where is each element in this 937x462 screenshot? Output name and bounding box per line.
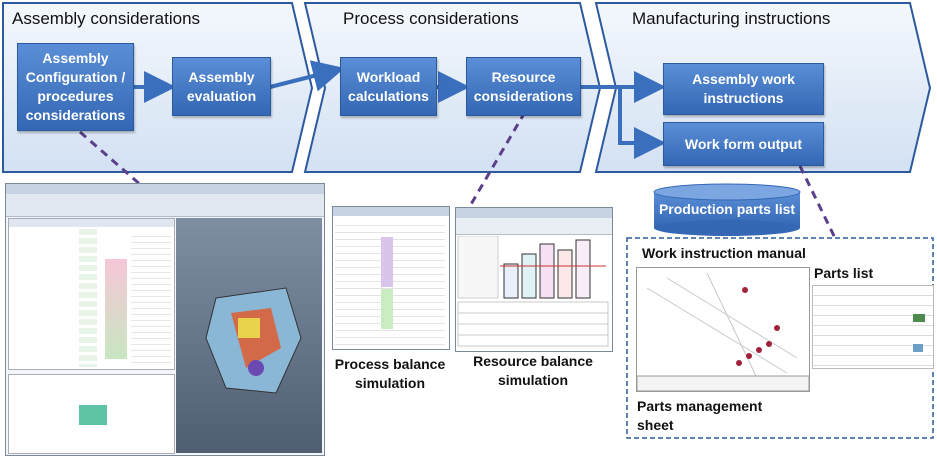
cad-toolbar (6, 194, 324, 217)
cad-preview-panel (8, 374, 175, 454)
stage-title-process: Process considerations (343, 9, 519, 28)
caption-parts-management-sheet: Parts management sheet (637, 398, 763, 433)
arrow-to-work-form (618, 87, 666, 159)
manual-drawing-page (636, 267, 810, 392)
dashed-resource-screenshot (468, 111, 527, 207)
arrow-evaluation-workload (269, 60, 345, 92)
box-work-form-output: Work form output (663, 122, 824, 166)
stage-title-manufacturing: Manufacturing instructions (632, 9, 831, 28)
caption-resource-balance: Resource balance simulation (473, 353, 593, 388)
cad-3d-viewport (176, 218, 322, 453)
box-resource-considerations: Resource considerations (466, 57, 581, 116)
production-parts-label: Production parts list (658, 201, 796, 217)
caption-parts-list: Parts list (814, 265, 874, 281)
production-parts-cylinder (653, 183, 801, 236)
cad-software-screenshot (5, 183, 325, 456)
cad-parts-table (8, 218, 175, 370)
caption-process-balance: Process balance simulation (334, 356, 446, 391)
box-workload-calculations: Workload calculations (340, 57, 437, 116)
dashed-config-screenshot (79, 130, 166, 208)
box-assembly-configuration: Assembly Configuration / procedures cons… (17, 43, 134, 131)
parts-list-table (812, 285, 934, 369)
cad-titlebar (6, 184, 324, 194)
stage-title-assembly: Assembly considerations (12, 9, 201, 28)
process-balance-screenshot (332, 206, 450, 350)
box-assembly-work-instructions: Assembly work instructions (663, 63, 824, 115)
caption-work-instruction-manual: Work instruction manual (642, 245, 806, 261)
resource-balance-screenshot (455, 207, 613, 352)
dashed-workform-manual (798, 165, 837, 239)
box-assembly-evaluation: Assembly evaluation (172, 57, 271, 116)
